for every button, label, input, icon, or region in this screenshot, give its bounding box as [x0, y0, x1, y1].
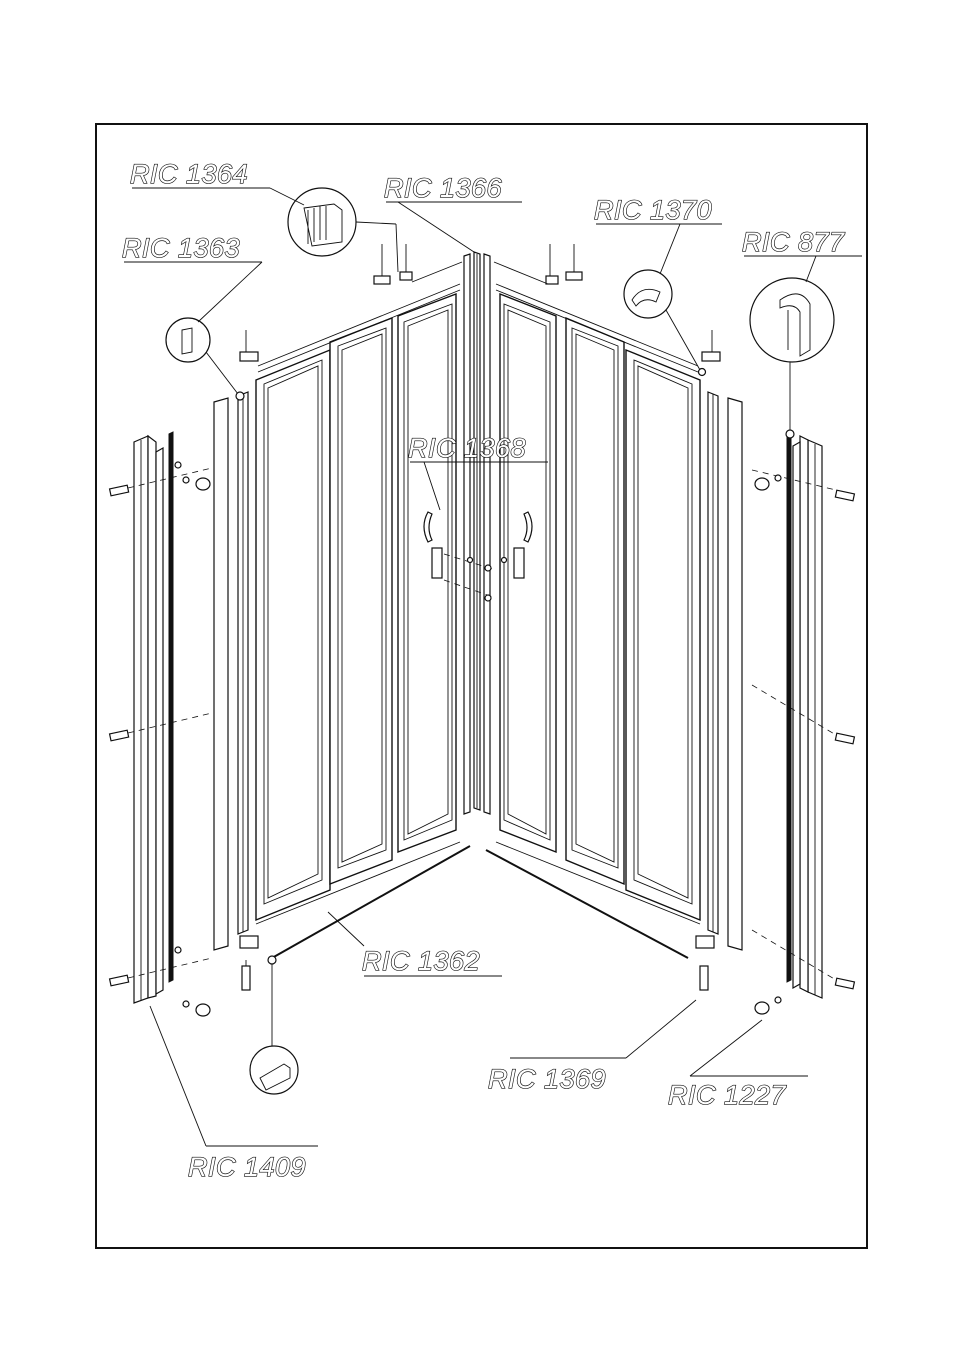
label-ric-877: RIC 877	[742, 227, 845, 257]
label-ric-1369: RIC 1369	[488, 1064, 606, 1094]
label-ric-1362: RIC 1362	[362, 946, 480, 976]
right-panels	[496, 284, 700, 924]
label-ric-1368: RIC 1368	[408, 433, 526, 463]
label-ric-1370: RIC 1370	[594, 195, 712, 225]
left-side-strips	[214, 392, 248, 950]
right-side-strips	[708, 392, 742, 950]
corner-profiles	[464, 252, 490, 814]
detail-bubble-1362	[250, 956, 298, 1094]
label-ric-1409: RIC 1409	[188, 1152, 306, 1182]
label-ric-1227: RIC 1227	[668, 1080, 787, 1110]
label-ric-1366: RIC 1366	[384, 173, 503, 203]
left-panels	[256, 284, 460, 924]
label-ric-1364: RIC 1364	[130, 159, 248, 189]
detail-bubble-1364	[288, 188, 398, 272]
detail-bubble-1363	[166, 318, 244, 400]
detail-bubble-877	[750, 278, 834, 438]
left-wall-profile	[134, 432, 173, 1003]
label-ric-1363: RIC 1363	[122, 233, 240, 263]
